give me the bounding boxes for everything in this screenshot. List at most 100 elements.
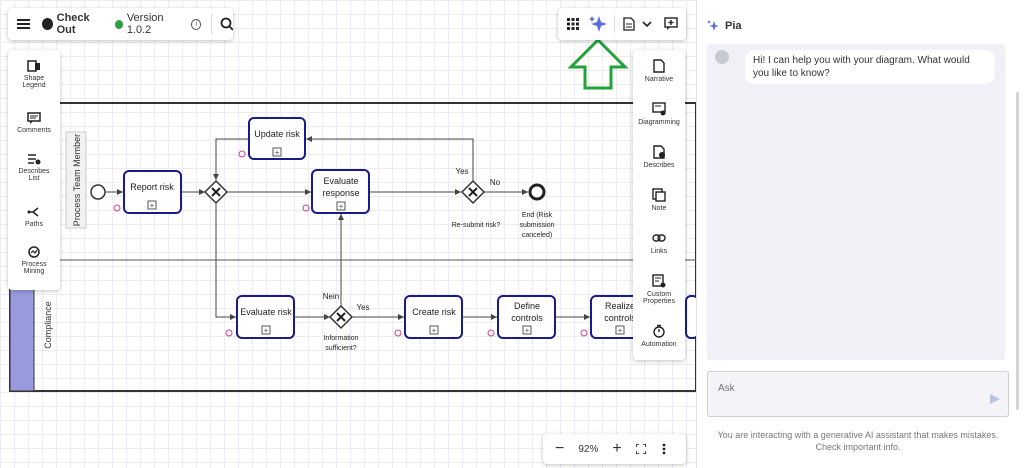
risk-marker-icon bbox=[487, 329, 495, 337]
chat-input[interactable] bbox=[716, 382, 980, 395]
task-label: Create risk bbox=[412, 307, 456, 317]
flow bbox=[306, 136, 474, 181]
plus-icon: + bbox=[618, 326, 623, 335]
search-icon[interactable] bbox=[220, 17, 233, 31]
ai-sparkle-icon[interactable] bbox=[589, 15, 607, 33]
narrative-icon bbox=[653, 59, 665, 73]
custom-properties-icon bbox=[652, 274, 666, 288]
zoom-level[interactable]: 92% bbox=[578, 443, 599, 455]
links-icon bbox=[652, 234, 666, 242]
send-icon[interactable] bbox=[990, 394, 1000, 404]
version-label[interactable]: Version 1.0.2 bbox=[126, 12, 164, 36]
chat-messages[interactable]: Hi! I can help you with your diagram. Wh… bbox=[707, 44, 1005, 360]
risk-marker-icon bbox=[394, 329, 402, 337]
task-update-risk[interactable]: Update risk + bbox=[238, 117, 306, 160]
subprocess-marker-icon bbox=[429, 325, 439, 335]
menu-icon[interactable] bbox=[17, 19, 30, 29]
tool-links[interactable]: Links bbox=[633, 231, 685, 255]
describes-icon bbox=[653, 145, 665, 159]
end-label-line3: canceled) bbox=[522, 232, 552, 239]
task-define-controls[interactable]: Define controls + bbox=[487, 295, 556, 339]
lane-label-compliance: Compliance bbox=[43, 301, 53, 349]
subprocess-marker-icon bbox=[522, 325, 532, 335]
task-partial[interactable] bbox=[685, 295, 696, 339]
task-create-risk[interactable]: Create risk + bbox=[394, 295, 463, 339]
tool-paths[interactable]: Paths bbox=[8, 206, 60, 228]
task-label-line2: controls bbox=[604, 313, 636, 323]
task-label-line1: Realize bbox=[605, 301, 635, 311]
divider bbox=[614, 15, 615, 33]
task-evaluate-response[interactable]: Evaluate response + bbox=[302, 169, 370, 214]
gateway-information-sufficient[interactable] bbox=[328, 304, 354, 330]
divider bbox=[211, 14, 213, 34]
gateway-label-line1: Information bbox=[323, 335, 358, 342]
end-event[interactable] bbox=[528, 183, 546, 201]
label-nein: Nein bbox=[323, 292, 339, 301]
task-label: Evaluate risk bbox=[240, 307, 292, 317]
plus-icon: + bbox=[275, 148, 280, 157]
zoom-out-button[interactable]: − bbox=[555, 440, 565, 457]
add-comment-icon[interactable] bbox=[664, 17, 678, 31]
chevron-down-icon[interactable] bbox=[642, 21, 652, 29]
tool-describes[interactable]: Describes bbox=[633, 145, 685, 169]
plus-icon: + bbox=[432, 326, 437, 335]
assistant-message: Hi! I can help you with your diagram. Wh… bbox=[745, 50, 995, 84]
risk-marker-icon bbox=[225, 329, 233, 337]
document-icon[interactable] bbox=[623, 17, 635, 31]
task-label: Report risk bbox=[130, 182, 174, 192]
ai-sparkle-icon bbox=[707, 20, 719, 31]
end-label-line1: End (Risk bbox=[522, 212, 553, 219]
gateway-merge[interactable] bbox=[203, 179, 229, 205]
chat-input-box[interactable] bbox=[707, 371, 1009, 417]
status-dot-icon bbox=[114, 19, 123, 29]
task-evaluate-risk[interactable]: Evaluate risk + bbox=[225, 295, 295, 339]
diagram-canvas[interactable]: Process Team Member Compliance Report ri… bbox=[0, 0, 696, 468]
subprocess-marker-icon bbox=[615, 325, 625, 335]
grid-apps-icon[interactable] bbox=[567, 18, 579, 30]
tool-comments[interactable]: Comments bbox=[8, 112, 60, 134]
plus-icon: + bbox=[150, 201, 155, 210]
label-no: No bbox=[490, 178, 501, 187]
gateway-resubmit[interactable] bbox=[460, 179, 486, 205]
tool-note[interactable]: Note bbox=[633, 188, 685, 212]
risk-marker-icon bbox=[238, 150, 246, 158]
top-bar: Check Out Version 1.0.2 i bbox=[8, 8, 233, 40]
plus-icon: + bbox=[339, 202, 344, 211]
zoom-in-button[interactable]: + bbox=[612, 440, 622, 457]
tool-automation[interactable]: Automation bbox=[633, 324, 685, 348]
process-mining-icon bbox=[28, 246, 40, 258]
start-event[interactable] bbox=[90, 184, 106, 200]
lane-label-box bbox=[65, 131, 87, 229]
lane-label-process-team-member: Process Team Member bbox=[72, 134, 82, 226]
task-label-line2: response bbox=[322, 188, 359, 198]
automation-icon bbox=[653, 324, 665, 338]
scrollbar[interactable] bbox=[1016, 92, 1019, 410]
subprocess-marker-icon bbox=[336, 201, 346, 211]
tool-diagramming[interactable]: Diagramming bbox=[633, 102, 685, 126]
diagramming-icon bbox=[652, 102, 666, 116]
shape-legend-icon bbox=[27, 60, 40, 72]
document-title[interactable]: Check Out bbox=[56, 12, 90, 36]
fit-screen-icon[interactable] bbox=[635, 444, 646, 454]
bpmn-diagram[interactable]: Process Team Member Compliance Report ri… bbox=[0, 0, 696, 468]
comments-icon bbox=[27, 112, 41, 124]
task-label-line2: controls bbox=[511, 313, 543, 323]
flow bbox=[213, 138, 248, 180]
top-right-toolbar bbox=[558, 8, 686, 40]
subprocess-marker-icon bbox=[272, 147, 282, 157]
plus-icon: + bbox=[264, 326, 269, 335]
end-label-line2: submission bbox=[519, 222, 554, 229]
paths-icon bbox=[27, 207, 39, 217]
task-label: Update risk bbox=[254, 129, 300, 139]
zoom-bar: − 92% + bbox=[543, 434, 686, 464]
describes-list-icon bbox=[28, 154, 41, 165]
task-label-line1: Define bbox=[514, 301, 540, 311]
more-options-icon[interactable] bbox=[662, 443, 666, 455]
info-icon[interactable]: i bbox=[191, 18, 202, 30]
task-report-risk[interactable]: Report risk + bbox=[113, 170, 182, 214]
tool-narrative[interactable]: Narrative bbox=[633, 59, 685, 83]
